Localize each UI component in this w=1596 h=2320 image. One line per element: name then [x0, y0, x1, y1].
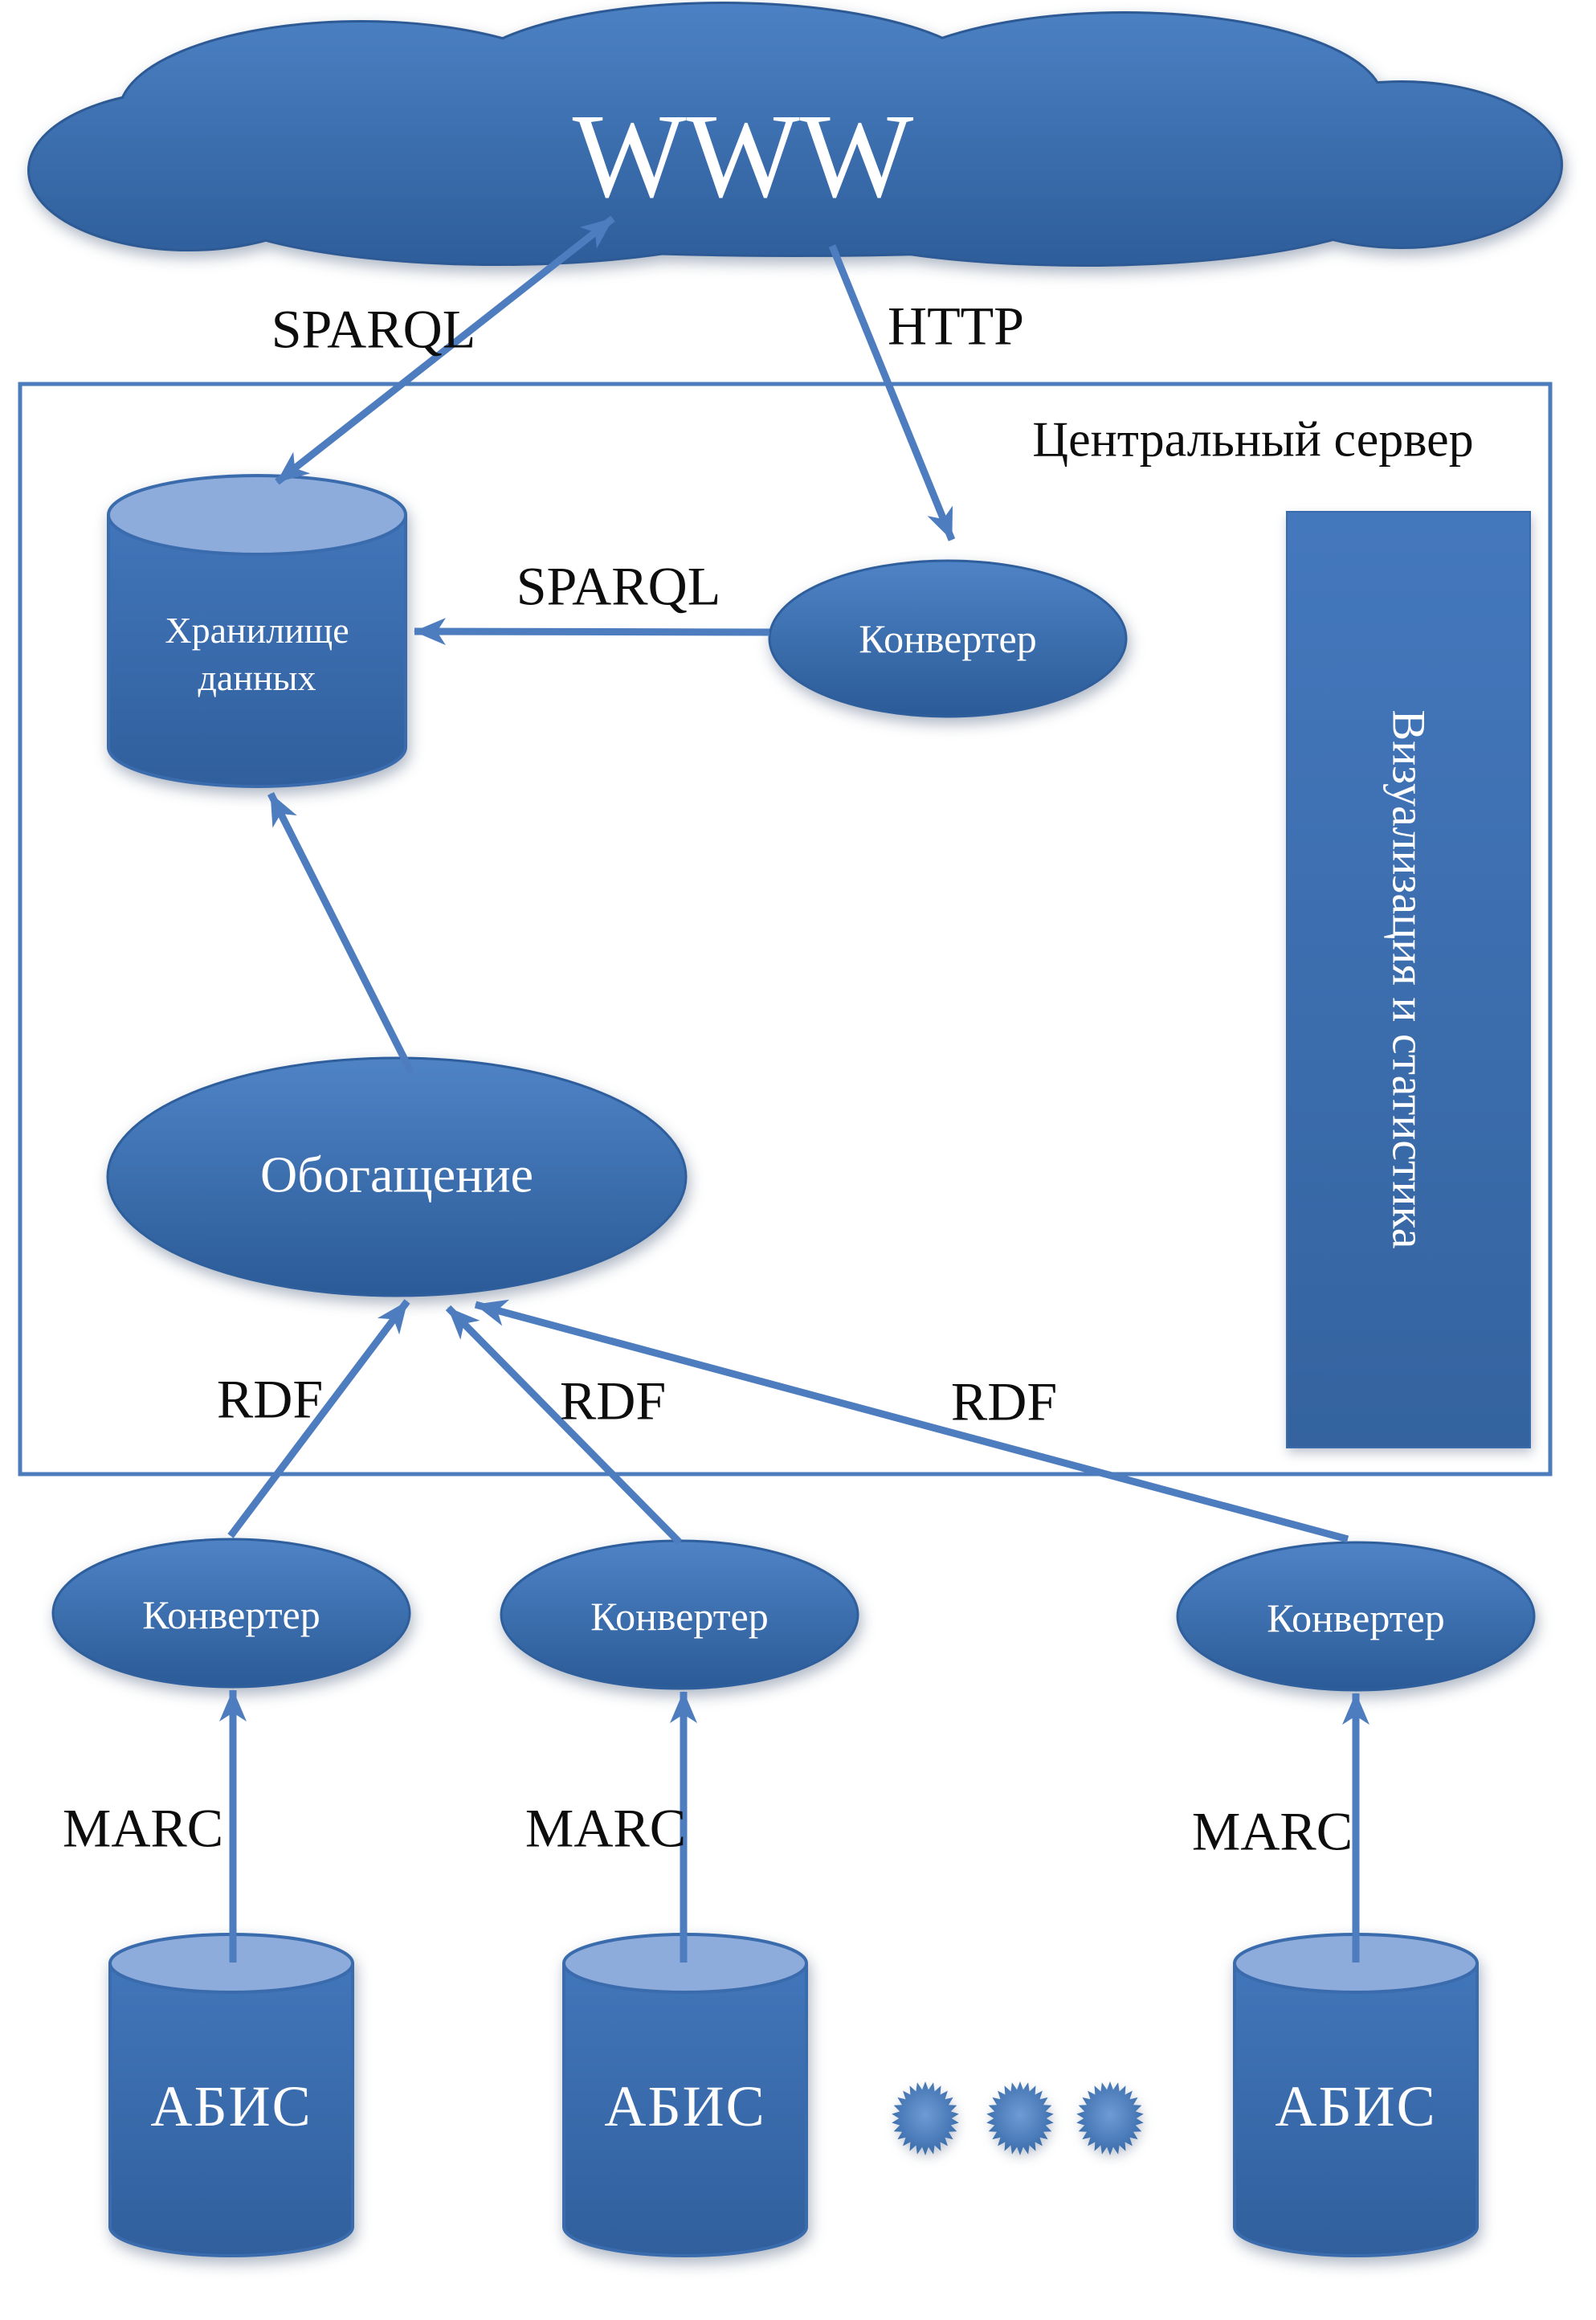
converter-top-label: Конвертер	[859, 615, 1037, 661]
edge-label-sparql-inner: SPARQL	[516, 555, 721, 617]
abis-right-cylinder	[1233, 1933, 1479, 2257]
storage-label: Хранилище данных	[165, 610, 349, 698]
abis-right-label: АБИС	[1275, 2074, 1437, 2139]
ellipsis-dot	[892, 2081, 959, 2155]
edge-label-marc-3: MARC	[1191, 1800, 1353, 1862]
ellipsis-dot	[1076, 2081, 1144, 2155]
converter-top-ellipse	[768, 559, 1128, 718]
edge-label-rdf-2: RDF	[559, 1370, 667, 1432]
edge-label-rdf-1: RDF	[216, 1368, 324, 1430]
arrow-enrichment-storage	[267, 791, 415, 1075]
visualization-rect	[1286, 511, 1531, 1448]
converter-mid-label: Конвертер	[590, 1593, 769, 1639]
converter-right-label: Конвертер	[1267, 1595, 1445, 1640]
cloud-label: WWW	[572, 89, 914, 223]
converter-left-ellipse	[51, 1538, 411, 1689]
edge-label-rdf-3: RDF	[950, 1370, 1058, 1432]
storage-cylinder	[107, 474, 407, 788]
ellipsis-dot	[986, 2081, 1054, 2155]
ellipsis-dots	[892, 2081, 1144, 2155]
edge-label-marc-1: MARC	[62, 1797, 224, 1859]
arrow-sparql-converter-storage	[414, 618, 770, 646]
edge-label-marc-2: MARC	[525, 1797, 687, 1859]
central-server-box	[18, 382, 1553, 1477]
arrow-http-cloud-converter	[828, 244, 956, 541]
edge-label-sparql-top: SPARQL	[271, 298, 476, 360]
abis-left-cylinder	[108, 1933, 354, 2257]
arrow-sparql-cloud-storage	[275, 215, 615, 485]
central-server-title: Центральный сервер	[1032, 412, 1474, 468]
enrichment-label: Обогащение	[259, 1146, 534, 1203]
enrichment-ellipse	[106, 1056, 688, 1297]
visualization-label: Визуализация и статистика	[1382, 709, 1435, 1249]
arrow-rdf-right	[474, 1299, 1349, 1543]
arrow-rdf-left	[227, 1299, 410, 1538]
converter-left-label: Конвертер	[142, 1591, 320, 1637]
converter-right-ellipse	[1176, 1541, 1536, 1692]
edge-label-http: HTTP	[888, 295, 1024, 357]
abis-mid-label: АБИС	[604, 2074, 766, 2139]
abis-left-label: АБИС	[150, 2074, 312, 2139]
arrow-rdf-mid	[445, 1305, 683, 1546]
